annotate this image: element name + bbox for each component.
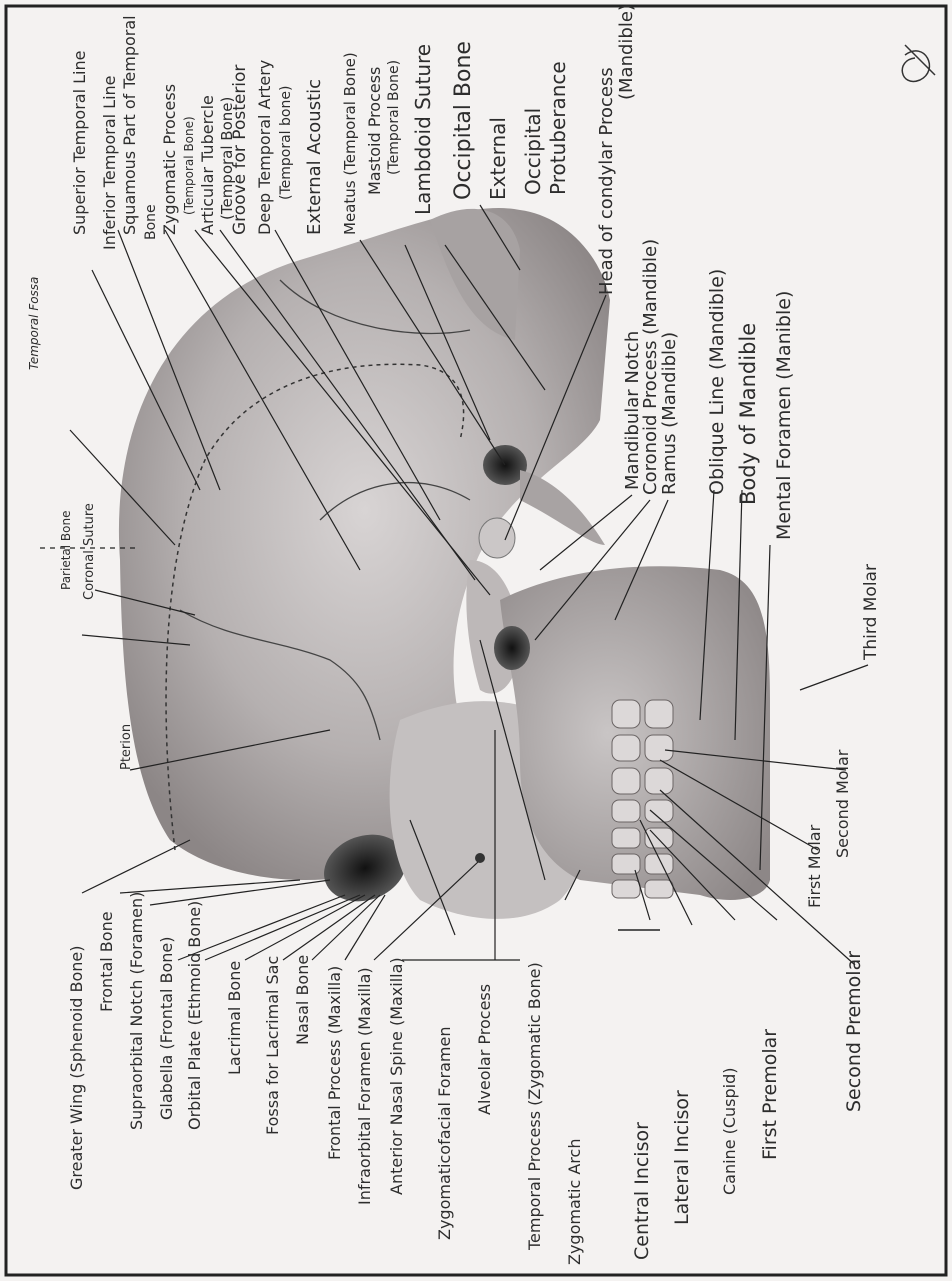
label-infraorbital-foramen: Infraorbital Foramen (Maxilla) [355, 967, 374, 1205]
label-head-condylar-2: (Mandible) [616, 4, 637, 100]
label-inferior-temporal: Inferior Temporal Line [100, 76, 119, 251]
label-squamous-part: Squamous Part of Temporal [120, 15, 139, 235]
label-lambdoid-suture: Lambdoid Suture [411, 44, 435, 215]
label-deep-temporal: Deep Temporal Artery [255, 60, 274, 235]
label-body-of-mandible: Body of Mandible [736, 323, 760, 505]
label-occipital-bone: Occipital Bone [451, 41, 476, 200]
label-oblique-line: Oblique Line (Mandible) [706, 269, 728, 495]
label-fossa-lacrimal: Fossa for Lacrimal Sac [263, 956, 282, 1135]
label-pterion: Pterion [119, 724, 134, 770]
label-articular-tubercle-2: (Temporal Bone) [218, 97, 236, 220]
label-frontal-process: Frontal Process (Maxilla) [325, 966, 344, 1160]
label-anterior-nasal-spine: Anterior Nasal Spine (Maxilla) [387, 957, 406, 1195]
label-occipital: Occipital [521, 108, 545, 195]
label-coronoid-process: Coronoid Process (Mandible) [640, 239, 661, 495]
label-greater-wing: Greater Wing (Sphenoid Bone) [67, 946, 86, 1191]
label-third-molar: Third Molar [861, 564, 881, 661]
label-ramus: Ramus (Mandible) [659, 332, 680, 495]
label-central-incisor: Central Incisor [631, 1122, 653, 1260]
label-lateral-incisor: Lateral Incisor [671, 1090, 693, 1225]
label-zygomatic-process: Zygomatic Process [160, 84, 179, 235]
label-mastoid-process: Mastoid Process [365, 67, 384, 195]
label-first-premolar: First Premolar [759, 1029, 781, 1160]
label-orbital-plate: Orbital Plate (Ethmoid Bone) [185, 901, 204, 1130]
label-mastoid-process-2: (Temporal Bone) [386, 60, 402, 175]
label-superior-temporal: Superior Temporal Line [70, 51, 89, 235]
label-second-molar: Second Molar [833, 749, 852, 858]
label-squamous-part-2: Bone [143, 204, 159, 240]
label-supraorbital-notch: Supraorbital Notch (Foramen) [127, 892, 146, 1130]
label-protuberance: Protuberance [546, 61, 570, 195]
label-zygomaticofacial: Zygomaticofacial Foramen [435, 1027, 454, 1240]
label-external-acoustic-2: Meatus (Temporal Bone) [341, 52, 359, 235]
label-frontal-bone: Frontal Bone [97, 911, 116, 1012]
label-glabella: Glabella (Frontal Bone) [157, 937, 176, 1120]
label-canine: Canine (Cuspid) [720, 1067, 739, 1195]
label-mandibular-notch: Mandibular Notch [622, 331, 643, 490]
label-parietal-bone: Parietal Bone [59, 511, 73, 590]
label-zygomatic-arch: Zygomatic Arch [565, 1139, 584, 1265]
label-lacrimal-bone: Lacrimal Bone [225, 961, 244, 1075]
infraorbital-foramen-dot [475, 853, 485, 863]
label-external: External [486, 117, 510, 200]
label-temporal-fossa: Temporal Fossa [27, 277, 41, 370]
label-zygomatic-process-2: (Temporal Bone) [182, 116, 196, 215]
label-temporal-process: Temporal Process (Zygomatic Bone) [525, 962, 544, 1251]
label-coronal-suture: Coronal Suture [82, 503, 97, 600]
sigmoid-notch [494, 626, 530, 670]
condyle [479, 518, 515, 558]
label-mental-foramen: Mental Foramen (Manible) [773, 291, 795, 540]
label-first-molar: First Molar [805, 824, 824, 908]
label-nasal-bone: Nasal Bone [293, 955, 312, 1045]
label-head-condylar: Head of condylar Process [596, 67, 617, 295]
label-deep-temporal-2: (Temporal bone) [278, 86, 294, 200]
label-external-acoustic: External Acoustic [304, 79, 325, 235]
label-second-premolar: Second Premolar [843, 951, 865, 1112]
label-alveolar-process: Alveolar Process [475, 984, 494, 1115]
label-articular-tubercle: Articular Tubercle [198, 95, 217, 235]
